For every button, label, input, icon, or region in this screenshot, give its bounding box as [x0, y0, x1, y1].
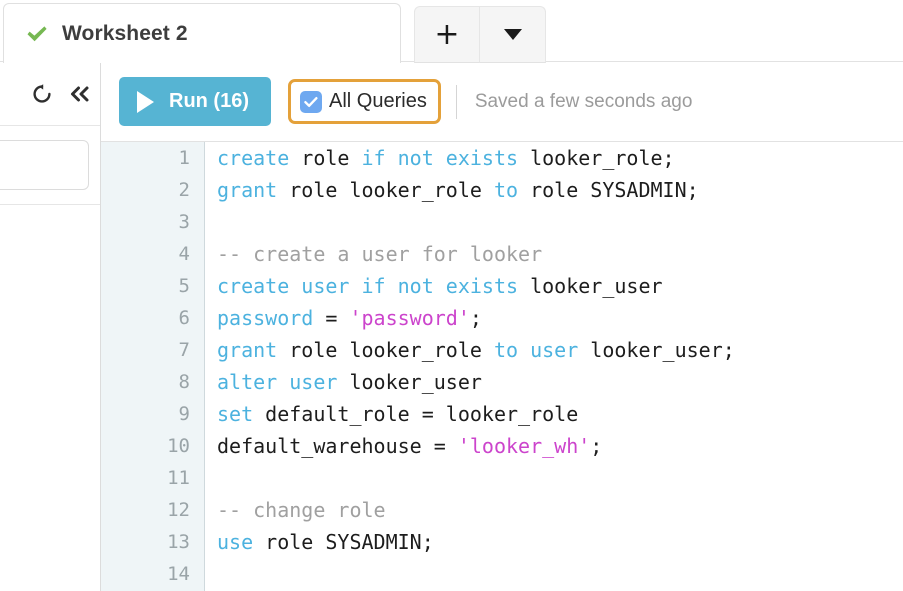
line-number: 11: [167, 467, 190, 489]
all-queries-checkbox[interactable]: All Queries: [288, 79, 441, 124]
code-content[interactable]: create role if not exists looker_role;gr…: [206, 142, 903, 591]
code-token: =: [313, 306, 350, 330]
code-token: -- change role: [217, 498, 386, 522]
code-token: password: [217, 306, 314, 330]
plus-icon: +: [434, 16, 460, 52]
add-worksheet-button[interactable]: +: [414, 6, 480, 63]
line-number: 14: [167, 563, 190, 585]
code-line: [217, 462, 903, 494]
line-number: 2: [178, 179, 190, 201]
code-line: alter user looker_user: [217, 366, 903, 398]
code-line: -- create a user for looker: [217, 238, 903, 270]
tab-title: Worksheet 2: [62, 21, 188, 45]
toolbar-divider: [455, 84, 457, 119]
tab-actions: +: [414, 6, 546, 63]
code-token: 'password': [349, 306, 470, 330]
code-token: role SYSADMIN;: [253, 530, 434, 554]
run-button-label: Run (16): [169, 90, 249, 112]
code-token: ;: [469, 306, 482, 330]
code-token: if not exists: [361, 146, 519, 170]
double-chevron-left-icon: [71, 86, 89, 102]
code-token: use: [217, 530, 254, 554]
editor-toolbar: Run (16) All Queries Saved a few seconds…: [101, 62, 903, 142]
code-line: grant role looker_role to user looker_us…: [217, 334, 903, 366]
check-icon: [27, 25, 47, 41]
line-number: 8: [178, 371, 190, 393]
refresh-button[interactable]: [30, 82, 54, 106]
code-line: create role if not exists looker_role;: [217, 142, 903, 174]
line-number: 9: [178, 403, 190, 425]
rail-icon-group: [30, 82, 92, 106]
code-token: role looker_role: [277, 178, 494, 202]
code-line: set default_role = looker_role: [217, 398, 903, 430]
code-token: to user: [493, 338, 579, 362]
code-token: 'looker_wh': [457, 434, 591, 458]
line-number: 10: [167, 435, 190, 457]
left-rail: [0, 62, 101, 591]
code-token: create user if not exists: [217, 274, 519, 298]
code-token: looker_role;: [518, 146, 675, 170]
code-line: grant role looker_role to role SYSADMIN;: [217, 174, 903, 206]
checkbox-checked-icon: [300, 90, 322, 113]
code-token: ;: [590, 434, 603, 458]
line-number: 3: [178, 211, 190, 233]
code-line: [217, 558, 903, 590]
line-number: 4: [178, 243, 190, 265]
collapse-panel-button[interactable]: [68, 82, 92, 106]
code-token: alter user: [217, 370, 338, 394]
rail-divider-2: [0, 204, 100, 205]
code-line: -- change role: [217, 494, 903, 526]
code-token: looker_user: [337, 370, 482, 394]
refresh-icon: [33, 84, 51, 103]
run-button[interactable]: Run (16): [119, 77, 271, 126]
line-number: 1: [178, 147, 190, 169]
code-token: default_warehouse =: [217, 434, 458, 458]
code-token: grant: [217, 178, 278, 202]
code-line: default_warehouse = 'looker_wh';: [217, 430, 903, 462]
line-number: 6: [178, 307, 190, 329]
code-token: looker_user;: [578, 338, 735, 362]
code-line: use role SYSADMIN;: [217, 526, 903, 558]
code-token: create: [217, 146, 290, 170]
code-token: role: [289, 146, 362, 170]
code-token: grant: [217, 338, 278, 362]
all-queries-label: All Queries: [329, 90, 427, 112]
play-icon: [137, 90, 154, 113]
chevron-down-icon: [503, 29, 522, 40]
code-token: looker_user: [518, 274, 663, 298]
code-token: default_role = looker_role: [253, 402, 579, 426]
worksheet-menu-button[interactable]: [480, 6, 546, 63]
code-line: create user if not exists looker_user: [217, 270, 903, 302]
saved-status-text: Saved a few seconds ago: [474, 90, 693, 112]
line-number: 7: [178, 339, 190, 361]
code-token: role looker_role: [277, 338, 494, 362]
code-token: role SYSADMIN;: [518, 178, 699, 202]
code-token: -- create a user for looker: [217, 242, 543, 266]
line-number: 13: [167, 531, 190, 553]
rail-search-input[interactable]: [0, 140, 89, 190]
tab-worksheet-2[interactable]: Worksheet 2: [3, 3, 401, 63]
code-line: password = 'password';: [217, 302, 903, 334]
workspace: Run (16) All Queries Saved a few seconds…: [0, 62, 903, 591]
code-token: set: [217, 402, 254, 426]
code-line: [217, 206, 903, 238]
worksheet-tab-bar: Worksheet 2 +: [0, 0, 903, 63]
code-token: to: [493, 178, 519, 202]
line-number: 5: [178, 275, 190, 297]
rail-divider: [0, 125, 100, 126]
line-number: 12: [167, 499, 190, 521]
